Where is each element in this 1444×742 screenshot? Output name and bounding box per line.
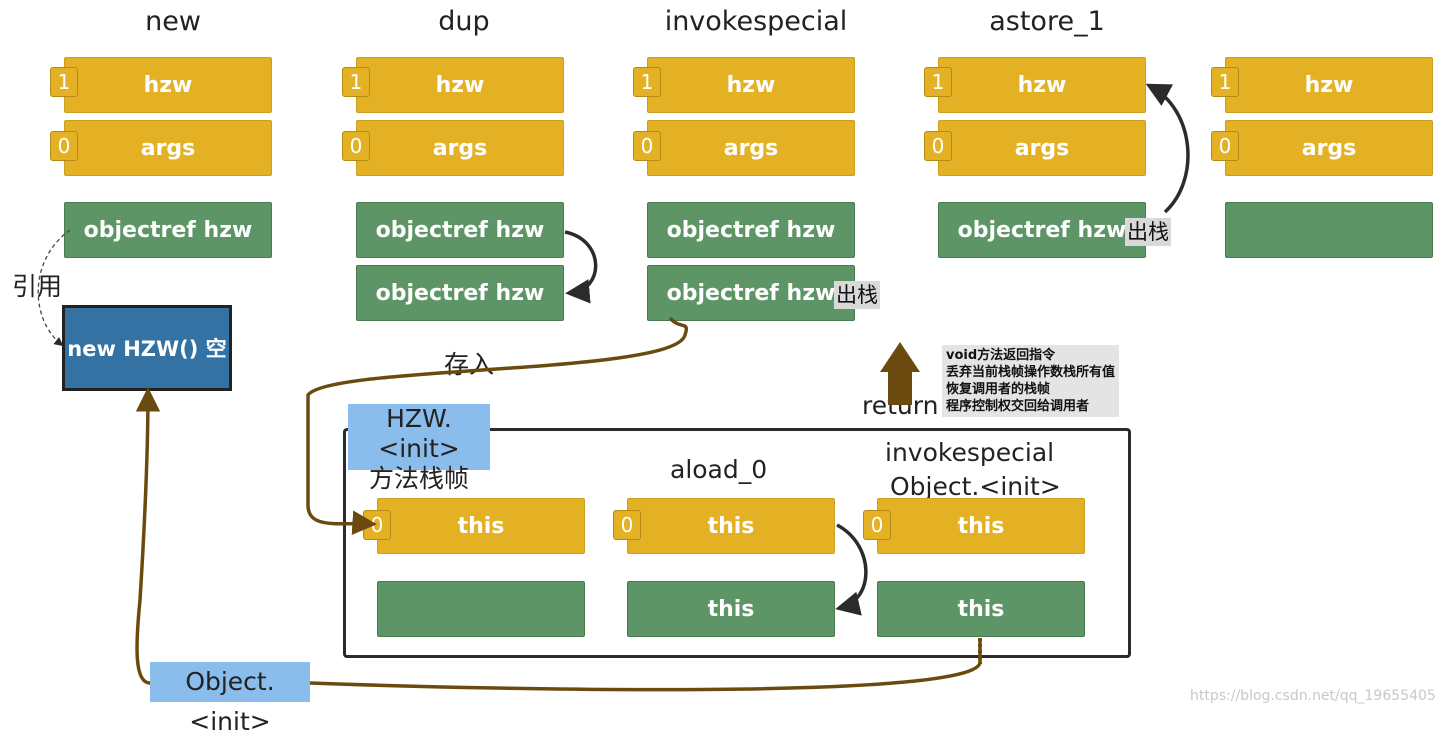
operand-stack-entry: objectref hzw — [356, 265, 564, 321]
local-var-slot-1: hzw — [356, 57, 564, 113]
local-var-slot-0: args — [356, 120, 564, 176]
local-var-slot-0: args — [64, 120, 272, 176]
slot-index-1: 1 — [1211, 67, 1239, 97]
local-var-slot-1: hzw — [938, 57, 1146, 113]
object-init-arrow — [309, 638, 982, 692]
slot-index-1: 1 — [342, 67, 370, 97]
step-title-invokespecial: invokespecial — [664, 6, 848, 37]
step-title-new: new — [145, 6, 201, 37]
slot-index-0: 0 — [863, 510, 891, 540]
store-arrow — [306, 316, 688, 536]
init-method-frame — [343, 428, 1131, 658]
init-frame-title-line: 方法栈帧 — [368, 464, 469, 493]
local-var-slot-1: hzw — [647, 57, 855, 113]
operand-stack-entry: objectref hzw — [356, 202, 564, 258]
operand-stack-empty — [1225, 202, 1433, 258]
step-title-object-init: Object.<init> — [890, 472, 1061, 501]
local-var-slot-0: this — [377, 498, 585, 554]
reference-arrow — [37, 229, 71, 347]
local-var-slot-0: args — [647, 120, 855, 176]
return-note: 丢弃当前栈帧操作数栈所有值 — [946, 365, 1116, 380]
local-var-slot-0: this — [877, 498, 1085, 554]
aload-arrow — [835, 523, 868, 616]
slot-index-0: 0 — [633, 131, 661, 161]
operand-stack-empty — [377, 581, 585, 637]
local-var-slot-0: args — [938, 120, 1146, 176]
slot-index-0: 0 — [50, 131, 78, 161]
local-var-slot-1: hzw — [1225, 57, 1433, 113]
astore-arrow — [1145, 83, 1190, 214]
return-notes: void方法返回指令 丢弃当前栈帧操作数栈所有值 恢复调用者的栈帧 程序控制权交… — [942, 345, 1120, 417]
pop-label: 出栈 — [834, 281, 880, 309]
slot-index-0: 0 — [342, 131, 370, 161]
slot-index-0: 0 — [1211, 131, 1239, 161]
slot-index-1: 1 — [633, 67, 661, 97]
return-note: 程序控制权交回给调用者 — [946, 399, 1090, 414]
operand-stack-entry: this — [627, 581, 835, 637]
step-title-invokespecial-object: invokespecial — [885, 438, 1055, 467]
operand-stack-entry: objectref hzw — [64, 202, 272, 258]
store-label: 存入 — [444, 350, 495, 379]
step-title-aload: aload_0 — [670, 455, 768, 484]
operand-stack-entry: this — [877, 581, 1085, 637]
dup-arrow — [564, 230, 598, 304]
local-var-slot-0: this — [627, 498, 835, 554]
return-note: void方法返回指令 — [946, 348, 1056, 363]
object-init-to-heap — [135, 387, 161, 685]
slot-index-1: 1 — [924, 67, 952, 97]
init-frame-title-line: HZW.<init> — [378, 404, 460, 463]
reference-label: 引用 — [12, 272, 63, 301]
local-var-slot-0: args — [1225, 120, 1433, 176]
connector-arrows — [37, 83, 1190, 692]
heap-object-box: new HZW() 空 — [62, 305, 232, 391]
operand-stack-entry: objectref hzw — [647, 265, 855, 321]
return-up-arrow — [880, 342, 920, 405]
operand-stack-entry: objectref hzw — [647, 202, 855, 258]
slot-index-0: 0 — [613, 510, 641, 540]
return-note: 恢复调用者的栈帧 — [946, 382, 1051, 397]
slot-index-0: 0 — [924, 131, 952, 161]
step-title-astore: astore_1 — [989, 6, 1105, 37]
local-var-slot-1: hzw — [64, 57, 272, 113]
pop-label: 出栈 — [1125, 218, 1171, 246]
operand-stack-entry: objectref hzw — [938, 202, 1146, 258]
slot-index-1: 1 — [50, 67, 78, 97]
step-title-dup: dup — [438, 6, 490, 37]
init-frame-title: HZW.<init> 方法栈帧 — [348, 404, 490, 493]
watermark: https://blog.csdn.net/qq_19655405 — [1190, 688, 1436, 704]
